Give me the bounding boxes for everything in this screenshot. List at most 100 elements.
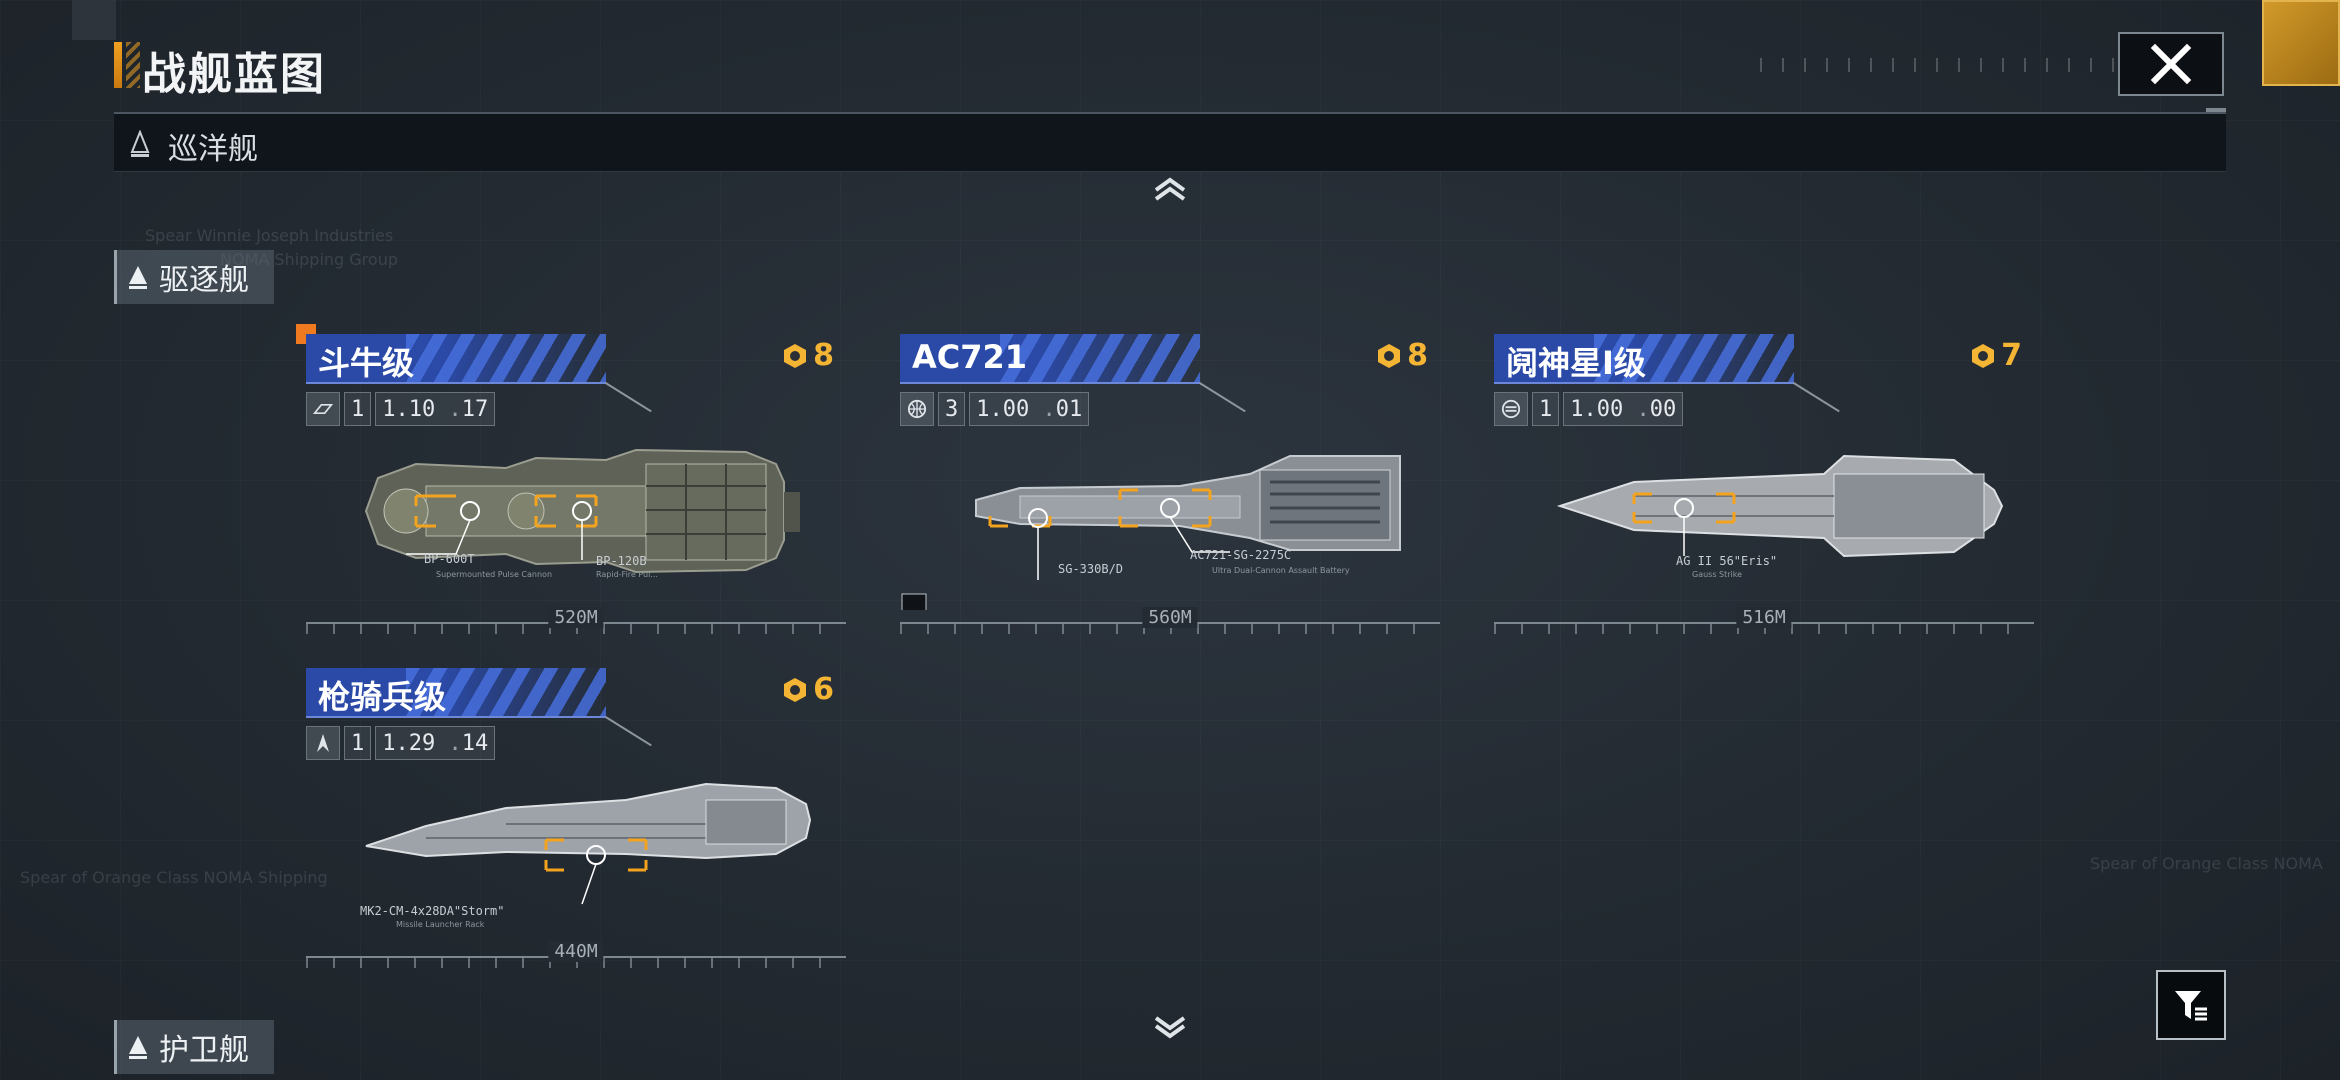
cost-value: 6 [813, 672, 834, 707]
leader-line [1792, 382, 1840, 413]
background-text: Spear of Orange Class NOMA [2090, 854, 2323, 873]
ship-cost: 8 [1375, 338, 1428, 373]
filter-button[interactable] [2156, 970, 2226, 1040]
ship-stats: 1 1.10 .17 [306, 392, 496, 426]
cost-icon [1972, 343, 1995, 368]
stat-value: 1.10 .17 [375, 392, 496, 426]
ship-card[interactable]: 斗牛级 8 1 1.10 .17 [306, 334, 846, 642]
cost-icon [784, 343, 807, 368]
stat-count: 1 [344, 392, 372, 426]
ship-stats: 1 1.00 .00 [1494, 392, 1684, 426]
stat-suffix: 00 [1649, 396, 1677, 422]
weapon-desc: Supermounted Pulse Cannon [436, 570, 553, 579]
stat-value: 1.29 .14 [375, 726, 496, 760]
weapon-desc: Missile Launcher Rack [396, 920, 485, 929]
leader-line [1198, 382, 1246, 413]
leader-line [604, 716, 652, 747]
stat-value: 1.00 .00 [1563, 392, 1684, 426]
weapon-label: MK2-CM-4x28DA"Storm" [360, 904, 505, 918]
globe-icon [900, 392, 934, 426]
title-accent-stripes [126, 42, 140, 88]
cost-icon [1378, 343, 1401, 368]
close-button[interactable] [2118, 32, 2224, 96]
tick-decoration [1760, 58, 2120, 72]
ship-stats: 3 1.00 .01 [900, 392, 1090, 426]
ship-card[interactable]: 阋神星I级 7 1 1.00 .00 AG II 56"Eris" Gauss … [1494, 334, 2034, 642]
ship-cost: 8 [781, 338, 834, 373]
stat-suffix: 01 [1055, 396, 1083, 422]
manufacturer-icon [1494, 392, 1528, 426]
cost-icon [784, 677, 807, 702]
title-accent [114, 42, 122, 88]
ship-image: AG II 56"Eris" Gauss Strike [1494, 430, 2034, 610]
stat-value-number: 1.29 [382, 730, 436, 756]
stat-suffix: 14 [461, 730, 489, 756]
ship-banner [1494, 334, 1794, 382]
ship-card[interactable]: AC721 8 3 1.00 .01 AC721 [900, 334, 1440, 642]
ship-class-icon [129, 1036, 147, 1059]
stat-value-number: 1.00 [976, 396, 1030, 422]
chevron-up-icon [1154, 177, 1186, 201]
weapon-label: AG II 56"Eris" [1676, 554, 1778, 568]
ship-length: 516M [1736, 607, 1792, 628]
stat-count: 3 [938, 392, 966, 426]
class-tab-destroyer[interactable]: 驱逐舰 [114, 250, 274, 304]
cost-value: 8 [1407, 338, 1428, 373]
scroll-up-button[interactable] [1152, 176, 1188, 206]
ship-name: 枪骑兵级 [318, 678, 447, 716]
page-title: 战舰蓝图 [142, 49, 326, 100]
filter-icon [2175, 991, 2207, 1021]
weapon-label: AC721-SG-2275C [1190, 548, 1292, 562]
stat-suffix: 17 [461, 396, 489, 422]
ship-length: 520M [548, 607, 604, 628]
stat-count: 1 [1532, 392, 1560, 426]
stat-value-number: 1.00 [1570, 396, 1624, 422]
class-tab-frigate[interactable]: 护卫舰 [114, 1020, 274, 1074]
banner-underline [306, 716, 606, 718]
corner-decoration [72, 0, 116, 40]
weapon-desc: Ultra Dual-Cannon Assault Battery [1212, 566, 1350, 575]
manufacturer-icon [306, 726, 340, 760]
ship-banner [900, 334, 1200, 382]
ship-length: 440M [548, 941, 604, 962]
stat-value-number: 1.10 [382, 396, 436, 422]
weapon-label: BP-600T [424, 552, 475, 566]
ship-name: 斗牛级 [318, 344, 415, 382]
banner-underline [306, 382, 606, 384]
ship-card[interactable]: 枪骑兵级 6 1 1.29 .14 MK2-CM-4x28DA"Storm" M… [306, 668, 846, 976]
corner-badge[interactable] [2262, 0, 2340, 86]
category-bar[interactable]: 巡洋舰 [114, 112, 2226, 172]
close-icon [2150, 43, 2192, 85]
banner-underline [900, 382, 1200, 384]
ship-class-icon [128, 129, 152, 162]
category-label: 巡洋舰 [168, 132, 258, 167]
class-tab-label: 护卫舰 [159, 1033, 249, 1068]
bar-decoration [2206, 108, 2226, 112]
ship-cost: 6 [781, 672, 834, 707]
scroll-down-button[interactable] [1152, 1014, 1188, 1044]
leader-line [604, 382, 652, 413]
background-text: Spear Winnie Joseph Industries [145, 226, 394, 245]
ship-cost: 7 [1969, 338, 2022, 373]
ship-name: 阋神星I级 [1506, 344, 1646, 382]
weapon-desc: Rapid-Fire Pul... [596, 570, 658, 579]
weapon-label: SG-330B/D [1058, 562, 1124, 576]
stat-count: 1 [344, 726, 372, 760]
ship-image: BP-600T Supermounted Pulse Cannon BP-120… [306, 430, 846, 610]
chevron-down-icon [1154, 1016, 1186, 1039]
ship-image: MK2-CM-4x28DA"Storm" Missile Launcher Ra… [306, 764, 846, 944]
background-text: Spear of Orange Class NOMA Shipping [20, 868, 328, 887]
cost-value: 7 [2001, 338, 2022, 373]
ship-image: AC721-SG-2275C Ultra Dual-Cannon Assault… [900, 430, 1440, 619]
ship-length: 560M [1142, 607, 1198, 628]
class-tab-label: 驱逐舰 [159, 263, 249, 298]
ship-class-icon [129, 266, 147, 289]
weapon-label: BP-120B [596, 554, 647, 568]
ship-banner [306, 668, 606, 716]
ship-name: AC721 [912, 338, 1028, 376]
ship-banner [306, 334, 606, 382]
weapon-desc: Gauss Strike [1692, 570, 1743, 579]
stat-value: 1.00 .01 [969, 392, 1090, 426]
ship-stats: 1 1.29 .14 [306, 726, 496, 760]
banner-underline [1494, 382, 1794, 384]
